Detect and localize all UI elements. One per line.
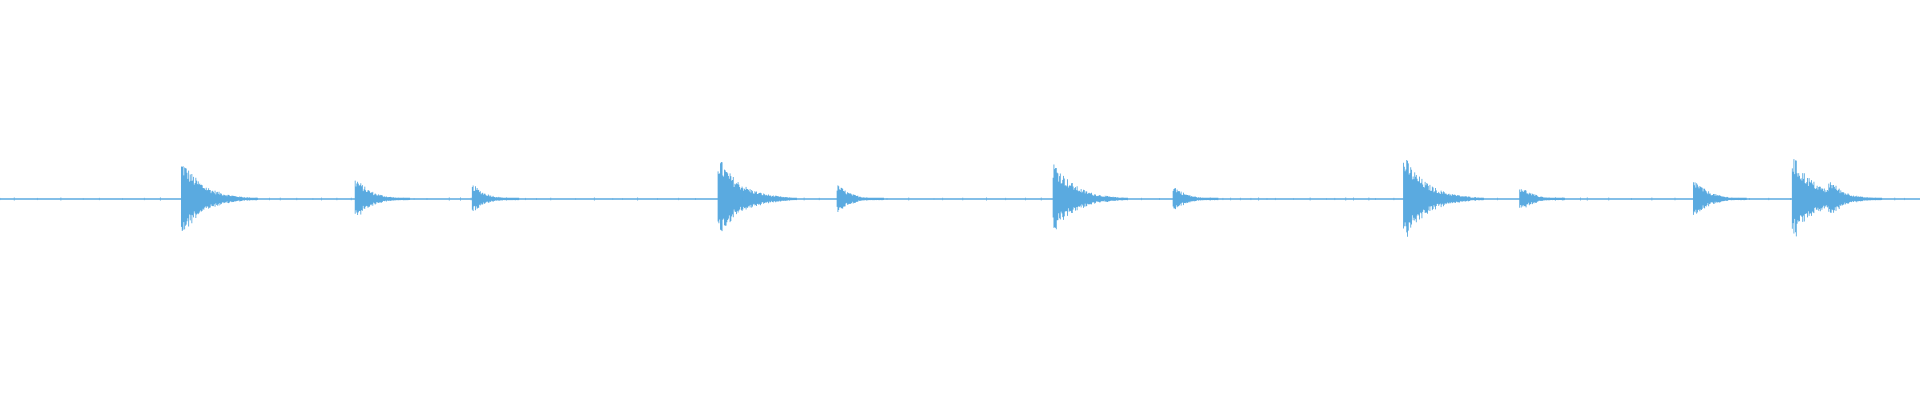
waveform-transient (354, 180, 411, 215)
waveform-transient (1519, 189, 1565, 208)
waveform-transient (1403, 160, 1484, 237)
waveform-transient (1828, 182, 1883, 213)
waveform-transient (180, 166, 258, 232)
waveform-transient (836, 185, 884, 213)
waveform-transient (471, 185, 520, 212)
waveform-noise-floor (0, 197, 1905, 201)
waveform-transient (1052, 164, 1128, 230)
waveform-transient (717, 161, 797, 232)
waveform-transient (1172, 188, 1219, 210)
waveform-transient (1692, 182, 1747, 215)
waveform-transients (0, 159, 1905, 237)
